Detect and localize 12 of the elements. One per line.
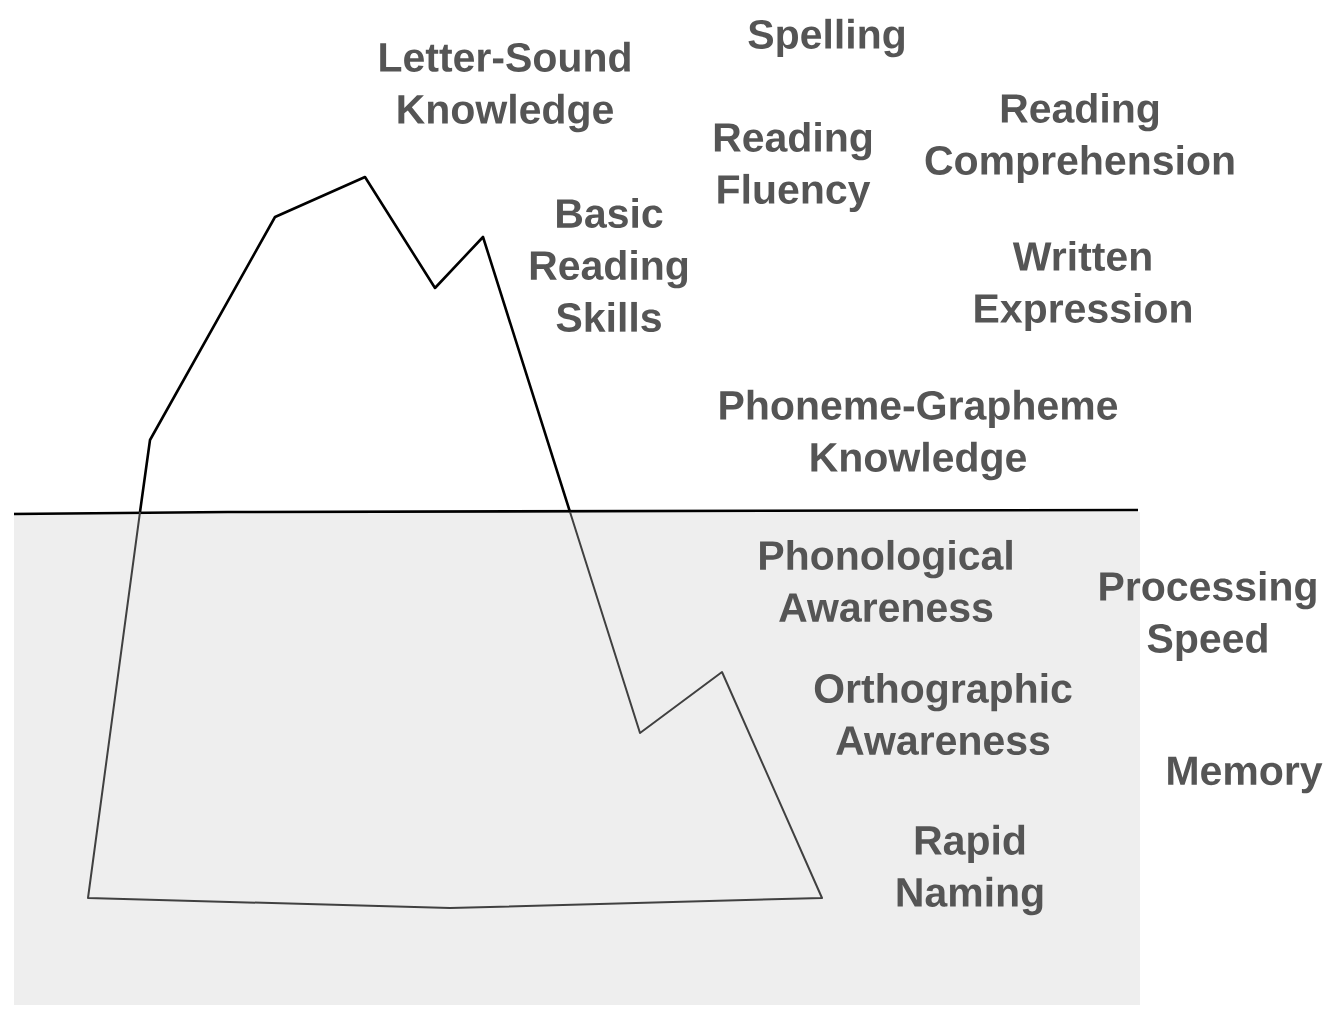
skill-label: Letter-Sound Knowledge (380, 41, 630, 133)
skill-label: Basic Reading Skills (530, 197, 688, 333)
skill-label: Reading Fluency (714, 121, 872, 213)
skill-label: Written Expression (975, 240, 1191, 332)
skill-label: Memory (1168, 756, 1323, 794)
skill-label: Spelling (748, 18, 904, 58)
skill-label: Phoneme-Grapheme Knowledge (720, 389, 1118, 481)
skill-label: Processing Speed (1100, 570, 1316, 662)
skill-label: Reading Comprehension (925, 92, 1234, 184)
skill-label: Rapid Naming (897, 824, 1043, 916)
skill-label: Phonological Awareness (760, 539, 1012, 623)
skill-label: Orthographic Awareness (814, 672, 1072, 756)
